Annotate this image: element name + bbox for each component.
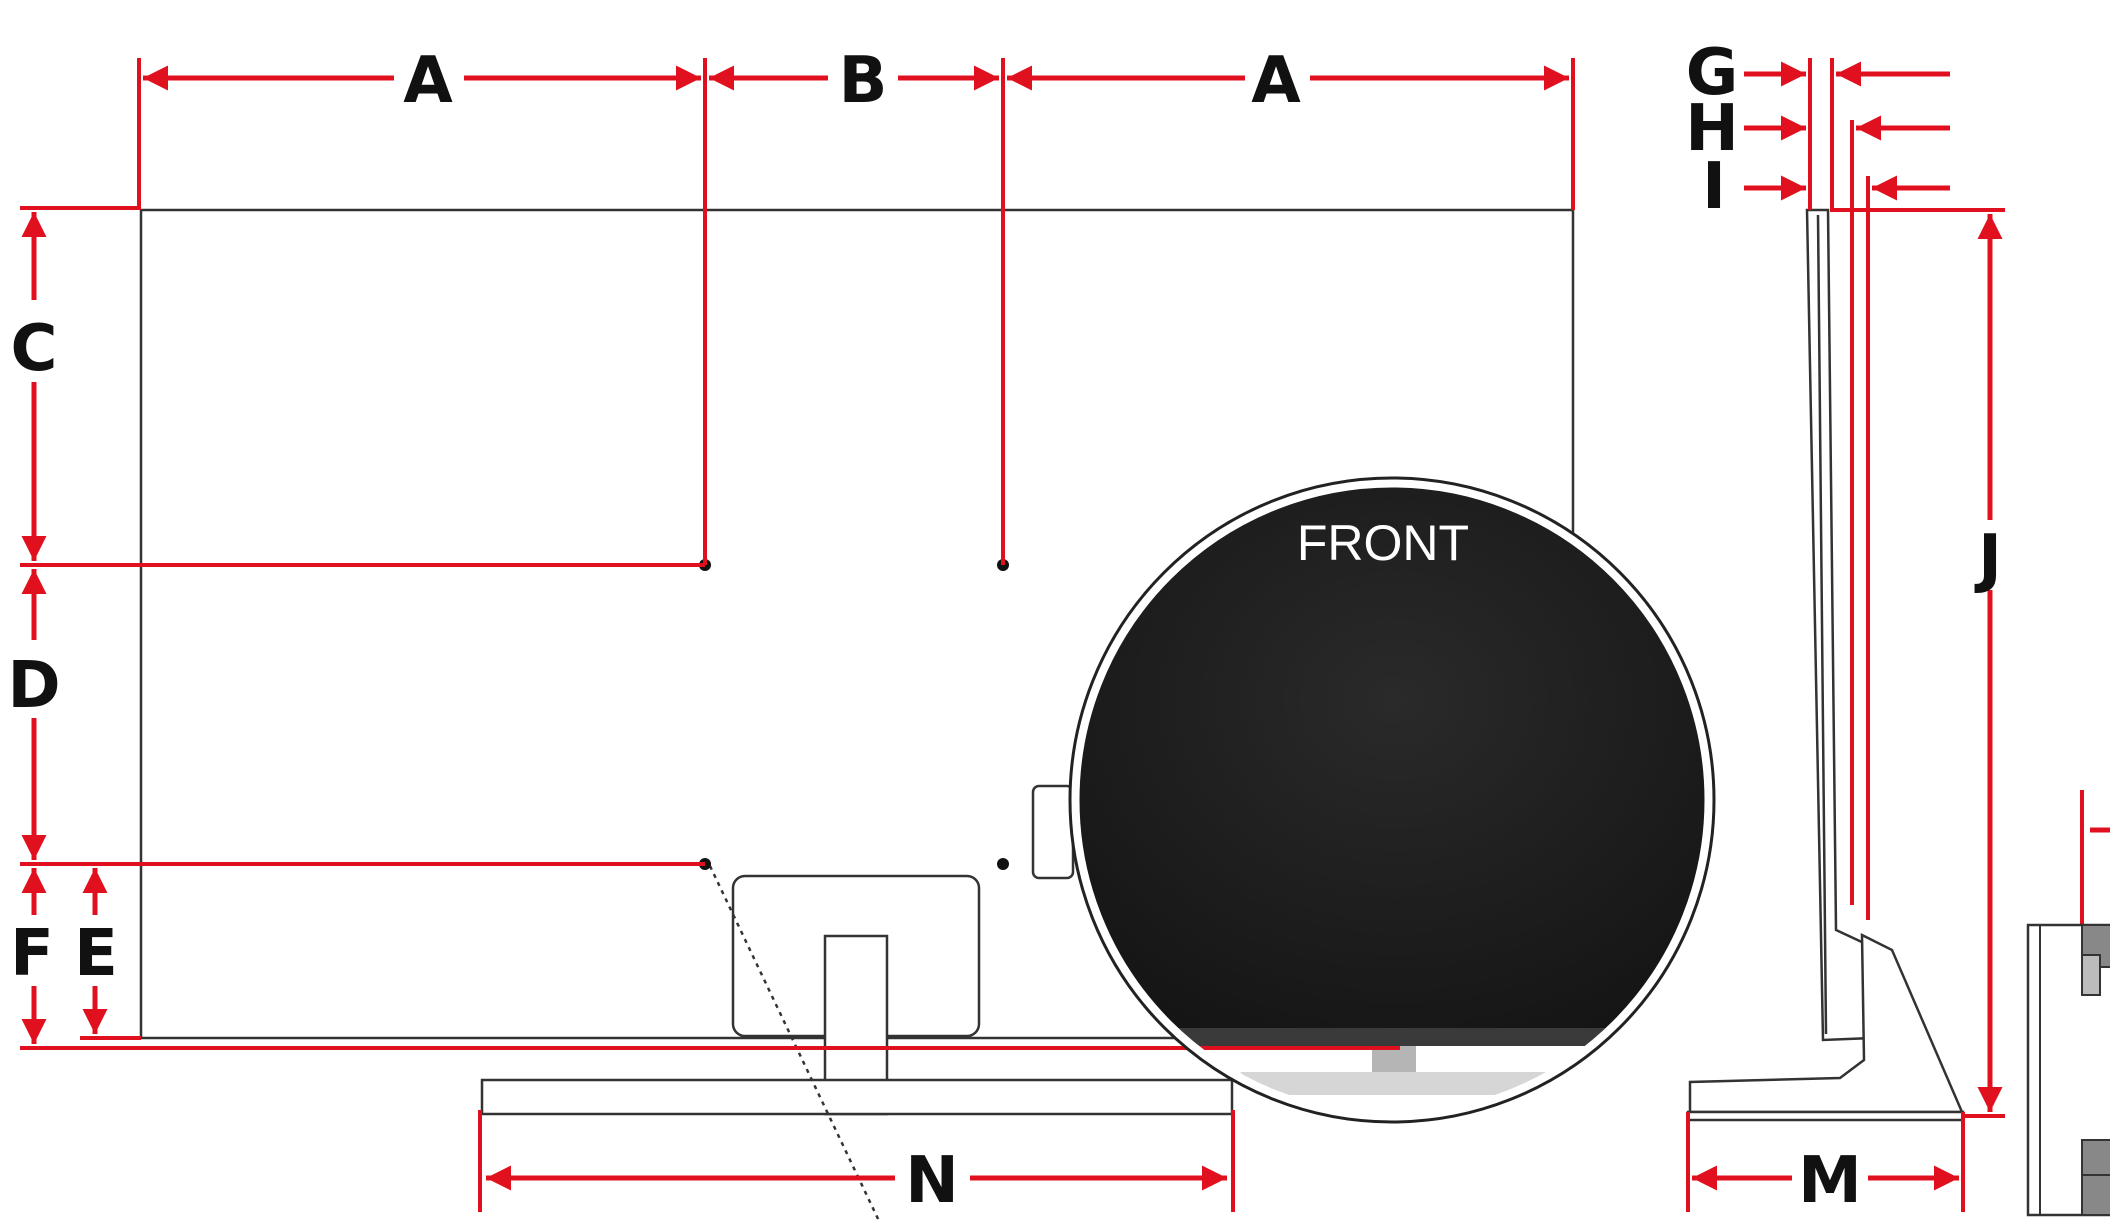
side-stand-profile — [1688, 932, 1964, 1114]
dim-label-a-left: A — [403, 44, 453, 118]
inset-stand-neck — [1372, 1046, 1416, 1072]
dim-label-m: M — [1798, 1144, 1862, 1218]
inset-side-tab — [1031, 784, 1075, 880]
dim-label-j: J — [1974, 522, 2002, 596]
inset-bezel-bottom — [1077, 1028, 1707, 1046]
stand-dotted-guide — [708, 865, 882, 1223]
dim-label-n: N — [905, 1144, 959, 1218]
front-inset: FRONT — [1031, 476, 1716, 1124]
side-panel-inner-edge — [1816, 214, 1828, 1035]
front-view: A B A C D F E N — [7, 44, 1575, 1223]
dim-label-h: H — [1685, 92, 1739, 166]
detail-inner-2 — [2081, 954, 2101, 996]
dim-label-d: D — [7, 649, 60, 723]
inset-inner-ring — [1074, 482, 1710, 1118]
vesa-hole-bottom-right — [997, 858, 1009, 870]
dim-label-b: B — [839, 44, 888, 118]
side-panel-profile — [1805, 208, 1874, 1042]
dim-label-f: F — [10, 917, 54, 991]
dim-label-e: E — [74, 917, 118, 991]
dim-label-c: C — [11, 312, 58, 386]
detail-inner-4 — [2081, 1174, 2110, 1216]
inset-stand-base — [1240, 1072, 1552, 1095]
dim-label-a-right: A — [1251, 44, 1301, 118]
edge-detail — [2026, 790, 2110, 1217]
inset-screen — [1077, 485, 1707, 1030]
stand-base — [480, 1078, 1234, 1116]
side-stand-base — [1686, 1110, 1965, 1122]
side-view: G H I J M — [1685, 36, 2005, 1218]
inset-caption: FRONT — [1297, 515, 1469, 571]
dim-label-g: G — [1686, 36, 1739, 110]
dim-label-i: I — [1702, 150, 1726, 224]
